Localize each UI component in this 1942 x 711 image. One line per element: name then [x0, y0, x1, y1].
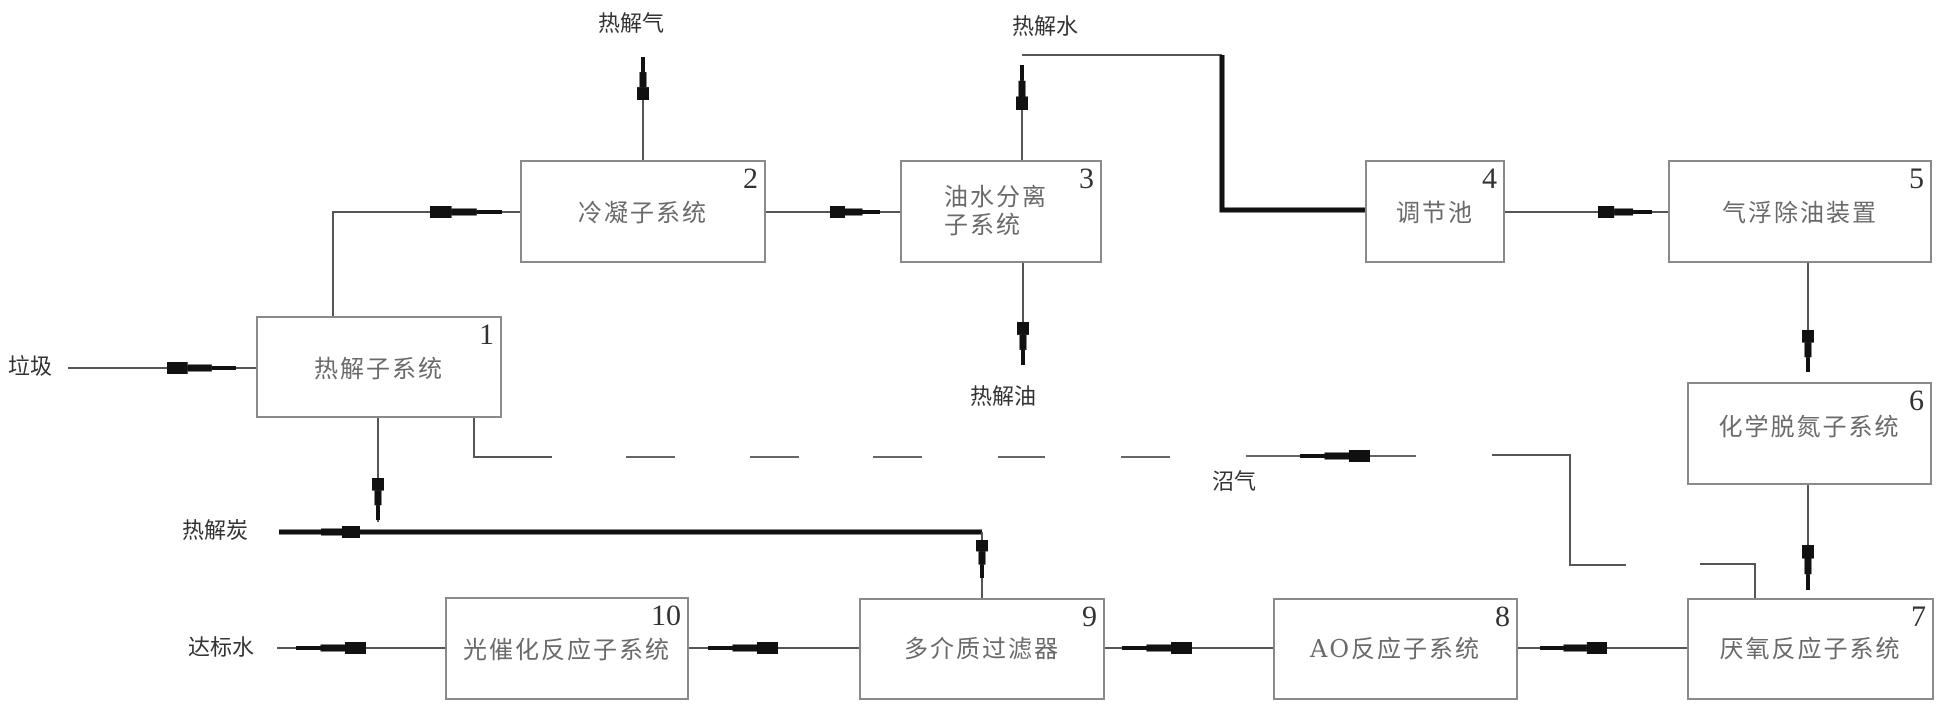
box-condensation-subsystem: 2 冷凝子系统: [520, 160, 766, 263]
box-number: 6: [1909, 384, 1924, 417]
box-label: 化学脱氮子系统: [1718, 413, 1901, 441]
arrow-char-line: [300, 526, 360, 538]
biogas-dashed-line: [626, 455, 1416, 458]
flow-biogas-to-pyrolysis: [473, 418, 552, 458]
flow-pyrolysis-to-condensation: [332, 211, 520, 316]
box-regulating-pool: 4 调节池: [1365, 160, 1505, 263]
box-anaerobic-reaction-subsystem: 7 厌氧反应子系统: [1687, 598, 1934, 700]
box-number: 9: [1082, 600, 1097, 633]
label-pyrolysis-water: 热解水: [1012, 15, 1079, 40]
box-label: AO反应子系统: [1309, 635, 1481, 663]
box-label: 热解子系统: [314, 355, 444, 383]
box-ao-reaction-subsystem: 8 AO反应子系统: [1273, 598, 1518, 700]
arrow-filter-to-photocatalysis: [708, 642, 778, 654]
label-garbage: 垃圾: [8, 355, 53, 380]
box-multimedia-filter: 9 多介质过滤器: [859, 598, 1105, 700]
box-label-line1: 油水分离: [944, 183, 1048, 211]
box-number: 4: [1482, 162, 1497, 195]
arrow-condensation-to-gas: [637, 57, 649, 100]
arrow-pool-to-flotation: [1598, 206, 1652, 218]
arrow-pyrolysis-to-condensation: [430, 206, 502, 218]
box-number: 10: [651, 599, 681, 632]
box-number: 7: [1911, 600, 1926, 633]
box-label: 厌氧反应子系统: [1719, 635, 1902, 663]
arrow-garbage-to-pyrolysis: [167, 362, 236, 374]
box-number: 3: [1079, 162, 1094, 195]
arrow-pyrolysis-to-char: [372, 478, 384, 520]
arrow-separation-to-oil: [1017, 322, 1029, 365]
arrow-condensation-to-separation: [830, 206, 880, 218]
label-pyrolysis-oil: 热解油: [970, 385, 1037, 410]
box-label: 多介质过滤器: [904, 635, 1060, 663]
box-chemical-denitrification-subsystem: 6 化学脱氮子系统: [1687, 382, 1932, 485]
box-label-line2: 子系统: [944, 211, 1022, 239]
box-label: 气浮除油装置: [1722, 199, 1878, 227]
arrow-anaerobic-to-ao: [1540, 642, 1607, 654]
arrow-char-to-filter: [976, 540, 988, 578]
box-label: 冷凝子系统: [578, 199, 708, 227]
arrow-separation-to-water: [1016, 65, 1028, 110]
box-number: 8: [1495, 600, 1510, 633]
label-pyrolysis-gas: 热解气: [598, 12, 665, 37]
box-pyrolysis-subsystem: 1 热解子系统: [256, 316, 502, 418]
box-air-flotation-oil-removal: 5 气浮除油装置: [1668, 160, 1932, 263]
arrow-photocatalysis-to-water: [296, 642, 366, 654]
box-number: 5: [1909, 162, 1924, 195]
arrow-denitrification-to-anaerobic: [1802, 545, 1814, 590]
arrow-ao-to-filter: [1122, 642, 1192, 654]
label-biogas: 沼气: [1212, 470, 1257, 495]
box-number: 2: [743, 162, 758, 195]
arrow-biogas: [1300, 450, 1370, 462]
biogas-line-from-anaerobic: [1700, 563, 1756, 598]
box-label: 调节池: [1396, 199, 1474, 227]
arrow-flotation-to-denitrification: [1802, 330, 1814, 372]
label-compliant-water: 达标水: [188, 636, 255, 661]
box-number: 1: [479, 318, 494, 351]
box-photocatalytic-reaction-subsystem: 10 光催化反应子系统: [445, 597, 689, 700]
box-label: 光催化反应子系统: [463, 636, 671, 664]
flow-water-to-regulating-pool: [1219, 55, 1365, 213]
biogas-line-mid: [1492, 454, 1626, 566]
label-pyrolysis-char: 热解炭: [182, 519, 249, 544]
box-oil-water-separation-subsystem: 3 油水分离 子系统: [900, 160, 1102, 263]
